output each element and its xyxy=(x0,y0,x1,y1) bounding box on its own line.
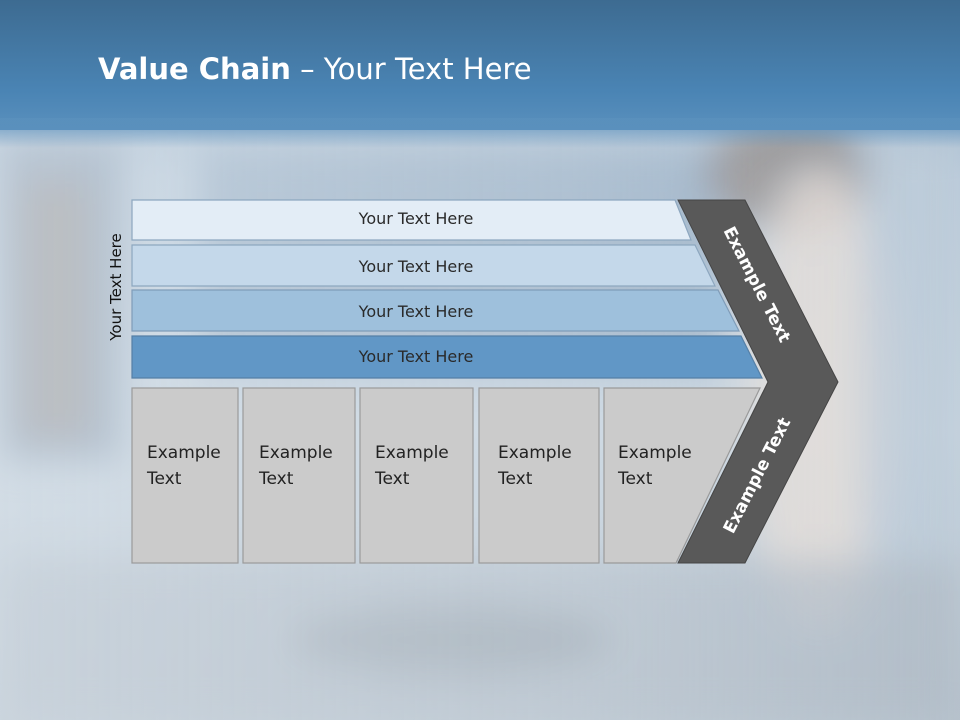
bar-1-label: Your Text Here xyxy=(358,209,474,228)
box-4-line-1: Example xyxy=(498,443,572,463)
box-3-line-1: Example xyxy=(375,443,449,463)
title-rest: – Your Text Here xyxy=(290,52,532,86)
box-5-line-1: Example xyxy=(618,443,692,463)
box-3[interactable] xyxy=(359,387,474,564)
box-5[interactable] xyxy=(603,387,761,564)
box-3-line-2: Text xyxy=(375,469,410,489)
box-2-line-2: Text xyxy=(259,469,294,489)
reflection xyxy=(131,563,766,720)
bar-2[interactable] xyxy=(131,244,716,287)
box-1-line-2: Text xyxy=(147,469,182,489)
box-2[interactable] xyxy=(242,387,356,564)
chevron-arrow[interactable] xyxy=(677,199,839,564)
slide-title: Value Chain – Your Text Here xyxy=(98,52,532,86)
header-band xyxy=(0,0,960,130)
box-4[interactable] xyxy=(478,387,600,564)
bar-4-label: Your Text Here xyxy=(358,347,474,366)
bar-3-label: Your Text Here xyxy=(358,302,474,321)
bar-2-label: Your Text Here xyxy=(358,257,474,276)
header-fade xyxy=(0,118,960,148)
bar-1[interactable] xyxy=(131,199,692,241)
bar-4[interactable] xyxy=(131,335,763,379)
box-4-line-2: Text xyxy=(498,469,533,489)
bar-3[interactable] xyxy=(131,289,740,332)
title-bold: Value Chain xyxy=(98,52,291,86)
box-2-line-1: Example xyxy=(259,443,333,463)
box-1-line-1: Example xyxy=(147,443,221,463)
box-5-line-2: Text xyxy=(618,469,653,489)
box-1[interactable] xyxy=(131,387,239,564)
